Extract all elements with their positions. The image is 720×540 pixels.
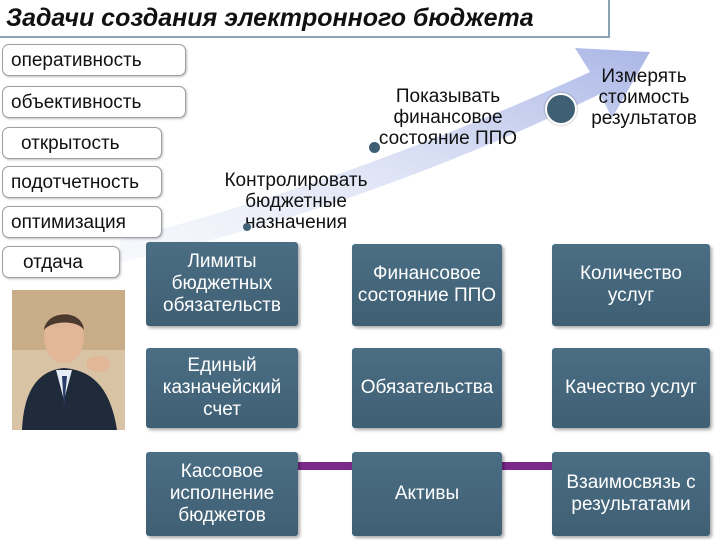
- box-relation: Взаимосвязь с результатами: [552, 452, 710, 536]
- box-label: Единый казначейский счет: [162, 355, 282, 420]
- connector-line: [500, 462, 554, 470]
- bullet-dot-icon: [243, 223, 251, 231]
- box-label: Активы: [394, 483, 460, 504]
- title-corner: [608, 0, 632, 38]
- bullet-dot-icon: [369, 142, 380, 153]
- box-label: Взаимосвязь с результатами: [566, 472, 696, 515]
- box-limits: Лимиты бюджетных обязательств: [146, 242, 298, 326]
- stage-control: Контролировать бюджетные назначения: [224, 170, 368, 233]
- principle-item: подотчетность: [2, 166, 162, 198]
- connector-line: [296, 462, 354, 470]
- box-label: Качество услуг: [565, 377, 697, 398]
- principle-item: открытость: [2, 127, 162, 159]
- stage-measure: Измерять стоимость результатов: [591, 66, 697, 129]
- box-label: Обязательства: [360, 377, 494, 398]
- box-assets: Активы: [352, 452, 502, 536]
- principle-item: объективность: [2, 86, 186, 118]
- principle-item: оптимизация: [2, 206, 162, 238]
- page-title: Задачи создания электронного бюджета: [6, 4, 534, 32]
- principle-item: отдача: [2, 246, 120, 278]
- box-label: Лимиты бюджетных обязательств: [163, 251, 281, 316]
- box-fin-state: Финансовое состояние ППО: [352, 244, 502, 326]
- box-treasury: Единый казначейский счет: [146, 348, 298, 428]
- progress-arrow-icon: [120, 48, 650, 262]
- box-label: Кассовое исполнение бюджетов: [169, 461, 275, 526]
- bullet-dot-icon: [545, 93, 577, 125]
- person-photo: [12, 290, 125, 430]
- title-bar: Задачи создания электронного бюджета: [0, 0, 608, 38]
- principle-item: оперативность: [2, 44, 186, 76]
- box-label: Финансовое состояние ППО: [357, 263, 497, 306]
- box-label: Количество услуг: [579, 263, 683, 306]
- box-execution: Кассовое исполнение бюджетов: [146, 452, 298, 536]
- box-quantity: Количество услуг: [552, 244, 710, 326]
- stage-show: Показывать финансовое состояние ППО: [378, 86, 518, 149]
- box-quality: Качество услуг: [552, 348, 710, 428]
- box-obligations: Обязательства: [352, 348, 502, 428]
